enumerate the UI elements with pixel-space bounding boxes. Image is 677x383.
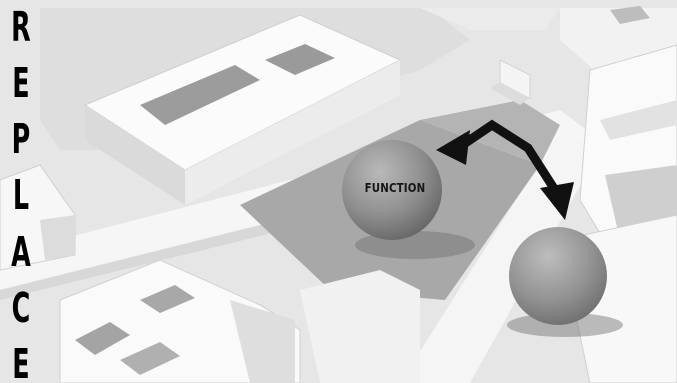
replacement-sphere: [509, 227, 607, 325]
courtyard-2: [265, 44, 335, 75]
side-title-letter: L: [12, 171, 30, 220]
side-title-letter: A: [11, 227, 31, 276]
side-title-replace: R E P L A C E: [6, 3, 36, 383]
cross-building-court-2: [140, 285, 195, 313]
courtyard-1: [140, 65, 260, 125]
cross-building-court-1: [75, 322, 130, 355]
cross-building-court-3: [120, 342, 180, 375]
right-building-texture: [610, 6, 650, 24]
function-sphere-label: FUNCTION: [364, 180, 426, 195]
side-title-letter: E: [12, 339, 30, 383]
small-block-side: [490, 82, 530, 105]
side-title-letter: E: [12, 59, 30, 108]
courtyard-building-wall-left: [85, 105, 185, 205]
side-title-letter: C: [11, 283, 31, 332]
cross-building-wall: [230, 300, 295, 383]
cross-building-roof: [59, 259, 301, 383]
bottom-middle-ground: [300, 270, 420, 383]
right-ledge: [600, 100, 677, 140]
side-title-letter: P: [11, 115, 31, 164]
far-building-1: [420, 8, 560, 30]
function-sphere: [342, 140, 442, 240]
courtyard-building-wall-front: [185, 60, 400, 205]
side-title-letter: R: [11, 3, 31, 51]
double-headed-zigzag-arrow-icon: [436, 119, 574, 220]
left-building-wall: [40, 215, 75, 260]
